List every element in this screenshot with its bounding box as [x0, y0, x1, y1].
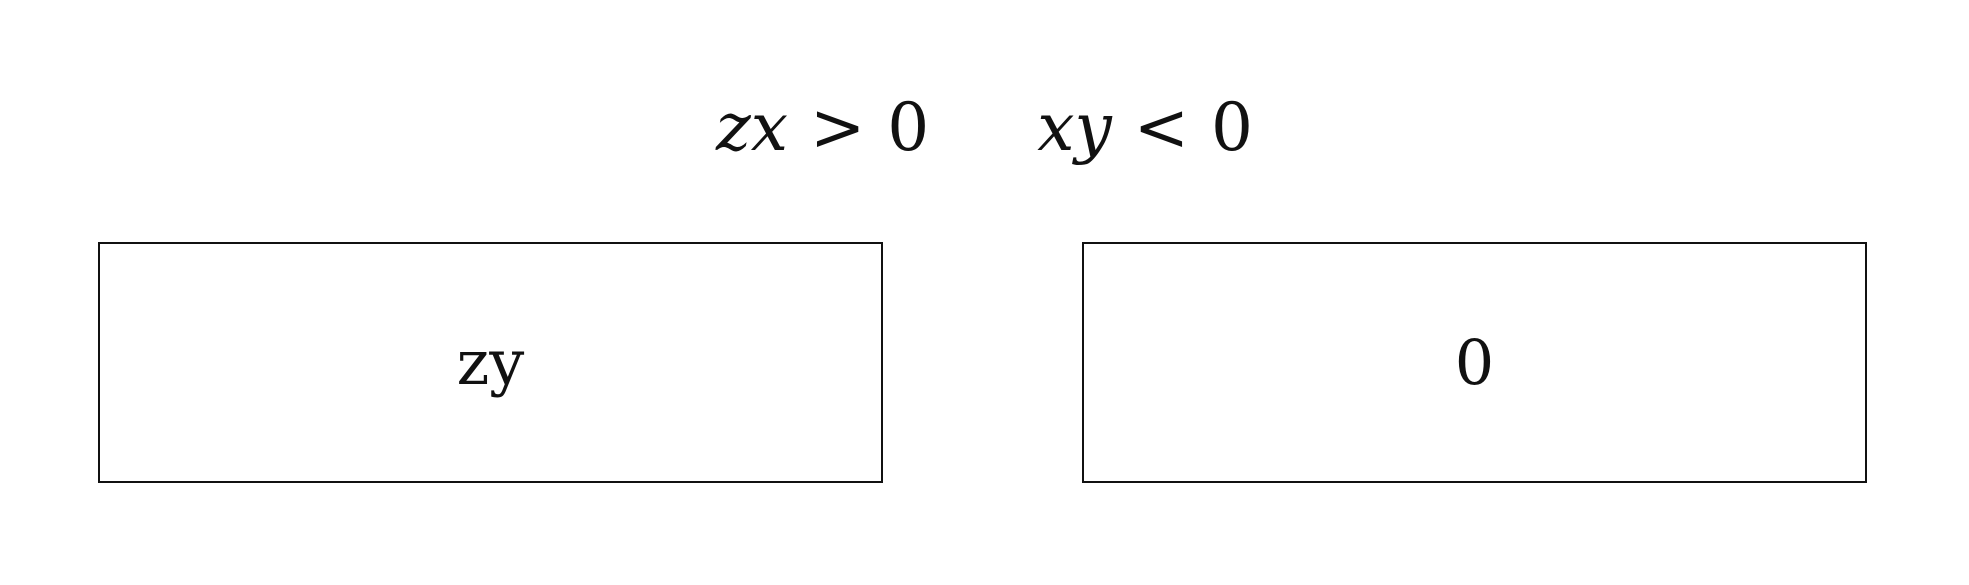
left-box: zy: [98, 242, 883, 483]
formula-first-lhs: zx: [715, 89, 788, 166]
formula-second-rhs: 0: [1211, 89, 1254, 166]
formula-second-operator: <: [1133, 89, 1190, 166]
right-box-label: 0: [1454, 325, 1495, 399]
formula-first-operator: >: [809, 89, 866, 166]
formula-first-rhs: 0: [887, 89, 930, 166]
formula-line: zx >0 xy <0: [0, 88, 1969, 168]
formula-second-lhs: xy: [1037, 89, 1112, 166]
left-box-label: zy: [456, 325, 525, 399]
right-box: 0: [1082, 242, 1867, 483]
